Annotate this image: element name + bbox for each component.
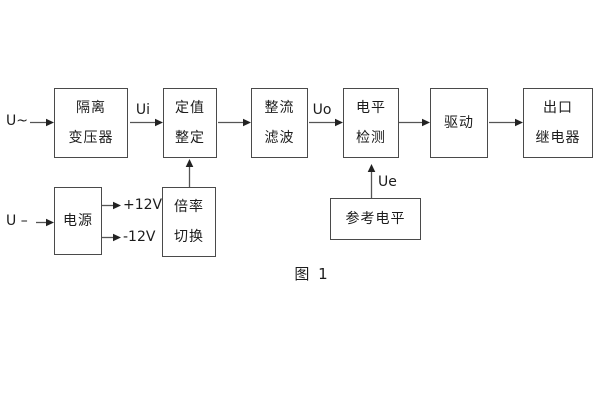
arrow-ui-head bbox=[155, 118, 163, 127]
dc-input-label: U – bbox=[6, 213, 28, 229]
block-setpoint-adjust: 定值 整定 bbox=[163, 88, 217, 158]
arrow-ue-head bbox=[367, 164, 376, 172]
arrow-ratio-head bbox=[185, 159, 194, 167]
block-isolation-transformer: 隔离 变压器 bbox=[54, 88, 128, 158]
block-label: 滤波 bbox=[264, 129, 295, 146]
block-label: 切换 bbox=[174, 228, 204, 245]
block-label: 出口 bbox=[543, 99, 573, 116]
block-label: 检测 bbox=[356, 129, 386, 146]
ac-input-label: U~ bbox=[6, 113, 28, 129]
figure-caption: 图 1 bbox=[294, 265, 330, 283]
block-driver: 驱动 bbox=[430, 88, 488, 158]
arrow-dc-input-head bbox=[46, 218, 54, 227]
block-label: 定值 bbox=[175, 99, 205, 116]
block-label: 整定 bbox=[175, 129, 205, 146]
signal-ui-label: Ui bbox=[135, 102, 151, 118]
block-ratio-switch: 倍率 切换 bbox=[162, 187, 216, 257]
signal-uo-label: Uo bbox=[312, 102, 332, 118]
block-label: 电源 bbox=[63, 212, 93, 229]
arrow-stage5-head bbox=[515, 118, 523, 127]
block-label: 电平 bbox=[356, 99, 386, 116]
block-label: 隔离 bbox=[76, 99, 106, 116]
pos-rail-label: +12V bbox=[123, 197, 163, 213]
block-label: 驱动 bbox=[444, 114, 474, 131]
block-reference-level: 参考电平 bbox=[330, 198, 421, 240]
block-level-detect: 电平 检测 bbox=[343, 88, 399, 158]
block-label: 倍率 bbox=[174, 198, 204, 215]
block-power-supply: 电源 bbox=[54, 187, 102, 255]
arrow-stage2-head bbox=[243, 118, 251, 127]
signal-ue-label: Ue bbox=[378, 174, 397, 190]
block-label: 继电器 bbox=[535, 129, 581, 146]
block-output-relay: 出口 继电器 bbox=[523, 88, 593, 158]
block-label: 参考电平 bbox=[345, 210, 406, 227]
block-rectifier-filter: 整流 滤波 bbox=[251, 88, 308, 158]
arrow-pos-rail-head bbox=[113, 201, 121, 210]
arrow-uo-head bbox=[335, 118, 343, 127]
arrow-ac-input-head bbox=[46, 118, 54, 127]
neg-rail-label: -12V bbox=[123, 229, 156, 245]
arrow-stage4-head bbox=[422, 118, 430, 127]
block-label: 整流 bbox=[264, 99, 295, 116]
arrow-neg-rail-head bbox=[113, 233, 121, 242]
block-label: 变压器 bbox=[68, 129, 114, 146]
